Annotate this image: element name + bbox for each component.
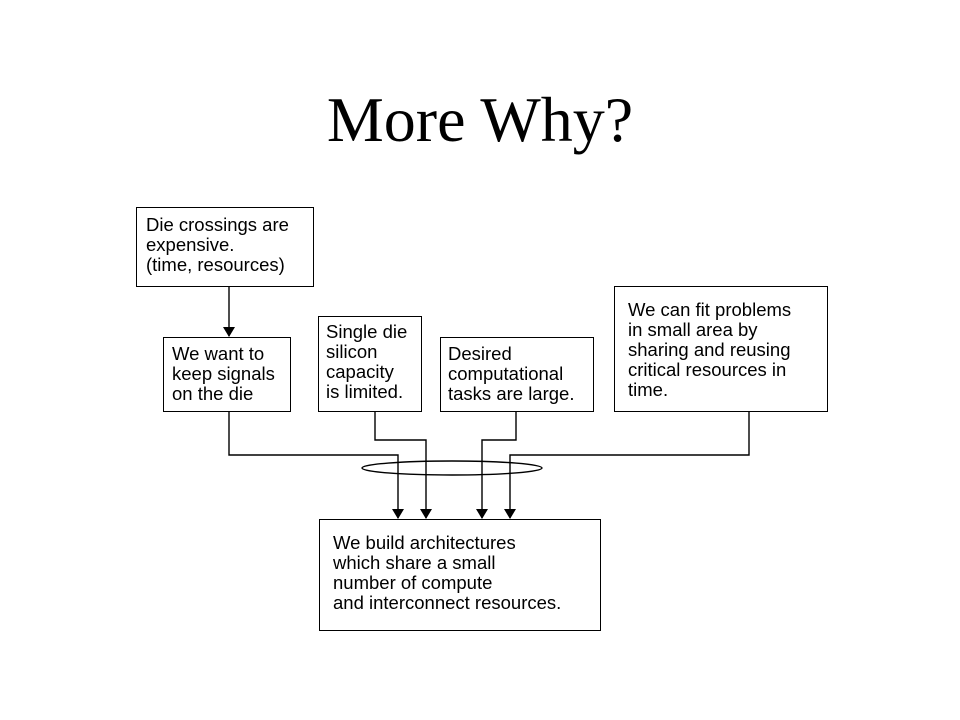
box-line: Single die [326, 321, 408, 342]
box-line: expensive. [146, 234, 235, 255]
box-line: capacity [326, 361, 394, 382]
box-line: tasks are large. [448, 383, 575, 404]
grouping-ellipse [361, 460, 543, 476]
box-line: sharing and reusing [628, 339, 791, 360]
box-line: silicon [326, 341, 378, 362]
box-line: Desired [448, 343, 512, 364]
box-line: We can fit problems [628, 299, 792, 320]
arrow-desired-to-build [476, 412, 517, 519]
box-line: Die crossings are [146, 214, 289, 235]
box-line: and interconnect resources. [333, 592, 562, 613]
box-line: computational [448, 363, 564, 384]
arrow-keep-to-build [228, 412, 404, 519]
box-keep-signals: We want to keep signals on the die [163, 337, 291, 412]
box-line: time. [628, 379, 669, 400]
arrow-single-to-build [374, 412, 432, 519]
box-line: is limited. [326, 381, 404, 402]
box-single-die: Single die silicon capacity is limited. [318, 316, 422, 412]
arrow-fit-to-build [504, 412, 750, 519]
box-line: critical resources in [628, 359, 787, 380]
box-line: on the die [172, 383, 254, 404]
box-desired-tasks: Desired computational tasks are large. [440, 337, 594, 412]
box-line: in small area by [628, 319, 758, 340]
box-fit-problems: We can fit problems in small area by sha… [614, 286, 828, 412]
box-line: We want to [172, 343, 265, 364]
box-build-architectures: We build architectures which share a sma… [319, 519, 601, 631]
box-line: number of compute [333, 572, 493, 593]
box-line: (time, resources) [146, 254, 285, 275]
box-die-crossings: Die crossings are expensive. (time, reso… [136, 207, 314, 287]
slide-title: More Why? [326, 84, 634, 155]
box-line: which share a small [333, 552, 496, 573]
box-line: keep signals [172, 363, 275, 384]
box-line: We build architectures [333, 532, 516, 553]
